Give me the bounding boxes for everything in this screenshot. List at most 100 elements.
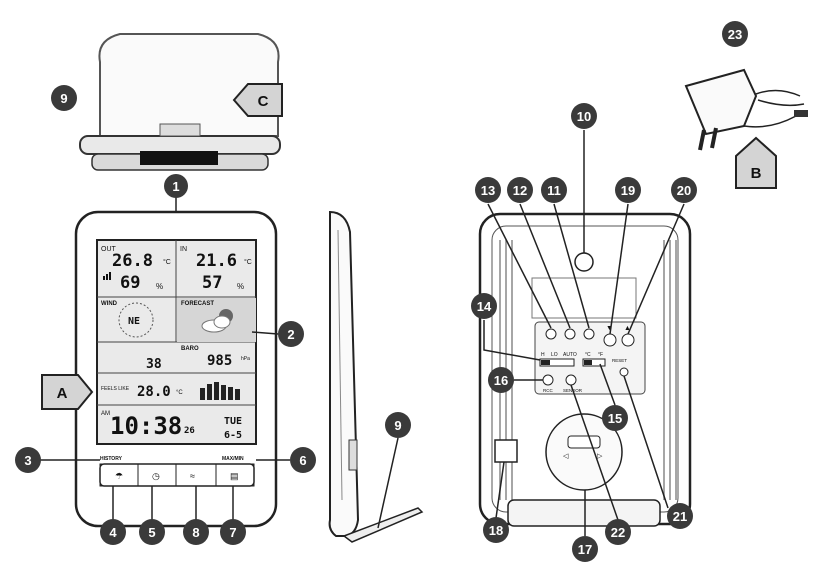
svg-text:15: 15 — [608, 411, 622, 426]
callout-9-top: 9 — [51, 85, 77, 111]
callout-14: 14 — [471, 293, 497, 319]
callout-4: 4 — [100, 519, 126, 545]
switch-label-h: H — [541, 352, 545, 358]
sensor-button[interactable] — [565, 374, 577, 386]
svg-text:11: 11 — [547, 183, 561, 198]
up-button[interactable] — [621, 333, 635, 347]
in-humidity: 57 — [202, 273, 222, 293]
in-label: IN — [180, 246, 187, 253]
am-label: AM — [101, 411, 110, 417]
stand-cradle — [79, 33, 281, 171]
callout-22: 22 — [605, 519, 631, 545]
reset-label: RESET — [612, 358, 627, 363]
rcc-label: RCC — [543, 388, 553, 393]
pressure-value: 985 — [207, 353, 232, 369]
callout-8: 8 — [183, 519, 209, 545]
callout-20: 20 — [671, 177, 697, 203]
callout-2: 2 — [278, 321, 304, 347]
svg-text:5: 5 — [148, 525, 155, 540]
down-button[interactable] — [603, 333, 617, 347]
svg-text:14: 14 — [477, 299, 492, 314]
forecast-label: FORECAST — [181, 301, 214, 307]
svg-text:17: 17 — [578, 542, 592, 557]
snooze-button[interactable] — [545, 328, 557, 340]
svg-text:16: 16 — [494, 373, 508, 388]
front-unit: OUT 26.8 °C 69 % IN 21.6 °C 57 % WIND NE… — [74, 210, 278, 528]
feels-like-value: 28.0 — [137, 384, 171, 400]
switch-label-auto: AUTO — [563, 352, 577, 358]
svg-text:23: 23 — [728, 27, 742, 42]
callout-13: 13 — [475, 177, 501, 203]
unit-label-c: °C — [585, 352, 591, 358]
callout-1: 1 — [164, 174, 188, 198]
close-arrow-icon: ▷ — [597, 453, 603, 460]
callouts: 1 2 3 4 5 6 7 8 9 9 10 11 12 13 14 15 16… — [15, 21, 748, 562]
svg-text:18: 18 — [489, 523, 503, 538]
out-humidity: 69 — [120, 273, 140, 293]
out-temperature-unit: °C — [163, 258, 171, 266]
rain-icon: ☂ — [115, 471, 123, 481]
signal-icon — [103, 272, 111, 280]
svg-text:10: 10 — [577, 109, 591, 124]
callout-10: 10 — [571, 103, 597, 129]
list-icon: ▤ — [230, 471, 239, 481]
baro-label: BARO — [181, 346, 199, 352]
callout-3: 3 — [15, 447, 41, 473]
out-temperature: 26.8 — [112, 251, 153, 271]
out-humidity-unit: % — [156, 282, 163, 291]
wall-mount-hole — [574, 252, 594, 272]
unit-switch[interactable] — [582, 358, 606, 367]
in-temperature: 21.6 — [196, 251, 237, 271]
cloud-sun-icon — [201, 309, 233, 333]
svg-text:21: 21 — [673, 509, 687, 524]
reset-button[interactable] — [619, 367, 629, 377]
leader-lines — [40, 130, 685, 536]
callout-16: 16 — [488, 367, 514, 393]
battery-cover[interactable] — [545, 413, 623, 491]
callout-18: 18 — [483, 517, 509, 543]
backlight-switch[interactable] — [539, 358, 575, 367]
callout-17: 17 — [572, 536, 598, 562]
down-arrow-icon: ▼ — [606, 325, 613, 332]
callout-5: 5 — [139, 519, 165, 545]
feels-like-label: FEELS LIKE — [101, 386, 130, 392]
power-adapter — [684, 68, 808, 151]
history-label: HISTORY — [100, 456, 123, 462]
dc-jack — [494, 439, 518, 463]
feels-like-unit: °C — [176, 390, 183, 396]
switch-label-lo: LO — [551, 352, 558, 358]
rcc-button[interactable] — [542, 374, 554, 386]
clock-icon: ◷ — [152, 471, 160, 481]
tag-b: B — [735, 136, 777, 189]
callout-7: 7 — [220, 519, 246, 545]
wind-compass — [118, 302, 154, 338]
tag-c: C — [232, 83, 283, 117]
alarm-set-button[interactable] — [564, 328, 576, 340]
maxmin-label: MAX/MIN — [222, 456, 244, 462]
svg-text:22: 22 — [611, 525, 625, 540]
callout-12: 12 — [507, 177, 533, 203]
maxmin-button[interactable] — [215, 463, 255, 487]
side-profile — [328, 210, 424, 543]
gust-value: 38 — [146, 357, 162, 372]
clock-time: 10:38 — [110, 412, 182, 440]
svg-text:C: C — [258, 93, 269, 110]
open-arrow-icon: ◁ — [563, 453, 569, 460]
callout-9-side: 9 — [385, 412, 411, 438]
date: 6-5 — [224, 430, 242, 441]
callout-11: 11 — [541, 177, 567, 203]
unit-label-f: °F — [598, 352, 603, 358]
in-temperature-unit: °C — [244, 258, 252, 266]
svg-text:1: 1 — [172, 179, 179, 194]
wind-direction: NE — [128, 316, 140, 327]
svg-text:4: 4 — [109, 525, 117, 540]
weekday: TUE — [224, 416, 242, 427]
callout-6: 6 — [290, 447, 316, 473]
callout-23: 23 — [722, 21, 748, 47]
wave-button[interactable] — [583, 328, 595, 340]
svg-text:B: B — [751, 165, 762, 182]
svg-text:A: A — [57, 385, 68, 402]
svg-text:7: 7 — [229, 525, 236, 540]
svg-text:6: 6 — [299, 453, 306, 468]
